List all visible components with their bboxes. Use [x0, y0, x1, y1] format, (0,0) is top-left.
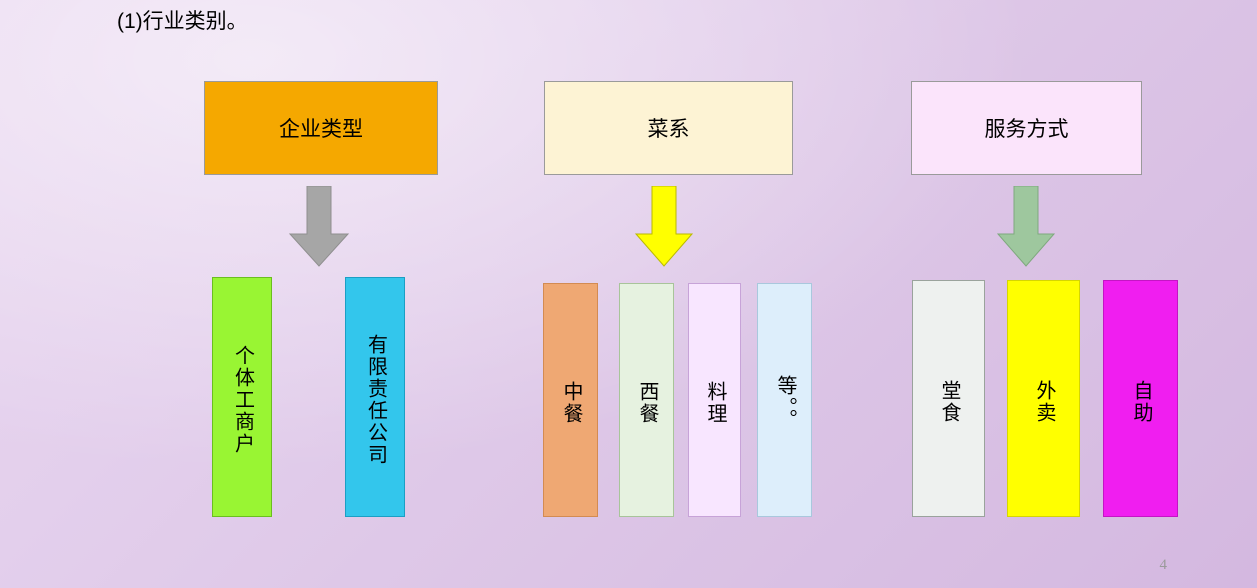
leaf-box-geti-gongshanghu[interactable]: 个体工商户: [212, 277, 272, 517]
page-title: (1)行业类别。: [117, 10, 248, 33]
leaf-label: 等。。: [774, 375, 796, 431]
leaf-box-youxian-zeren-gongsi[interactable]: 有限责任公司: [345, 277, 405, 517]
leaf-label: 堂食: [938, 379, 960, 424]
down-arrow-enterprise-type: [288, 186, 350, 267]
leaf-box-zhongcan[interactable]: 中餐: [543, 283, 598, 517]
group-header-label: 菜系: [647, 117, 690, 141]
leaf-label: 自助: [1130, 379, 1152, 424]
group-header-enterprise-type[interactable]: 企业类型: [204, 81, 438, 175]
leaf-box-zizhu[interactable]: 自助: [1103, 280, 1178, 517]
group-header-label: 企业类型: [279, 117, 363, 141]
leaf-label: 有限责任公司: [364, 334, 387, 466]
group-header-service-mode[interactable]: 服务方式: [911, 81, 1142, 175]
group-header-cuisine[interactable]: 菜系: [544, 81, 793, 175]
leaf-box-xican[interactable]: 西餐: [619, 283, 674, 517]
leaf-box-deng[interactable]: 等。。: [757, 283, 812, 517]
down-arrow-cuisine: [634, 186, 694, 267]
leaf-box-liaoli[interactable]: 料理: [688, 283, 741, 517]
leaf-label: 西餐: [636, 381, 658, 425]
leaf-label: 中餐: [560, 381, 582, 425]
page-number: 4: [1159, 557, 1168, 573]
leaf-box-waimai[interactable]: 外卖: [1007, 280, 1080, 517]
leaf-label: 料理: [704, 381, 726, 425]
group-header-label: 服务方式: [984, 117, 1069, 141]
leaf-label: 个体工商户: [231, 345, 254, 455]
leaf-label: 外卖: [1033, 379, 1055, 424]
down-arrow-service-mode: [996, 186, 1056, 267]
leaf-box-tangshi[interactable]: 堂食: [912, 280, 985, 517]
